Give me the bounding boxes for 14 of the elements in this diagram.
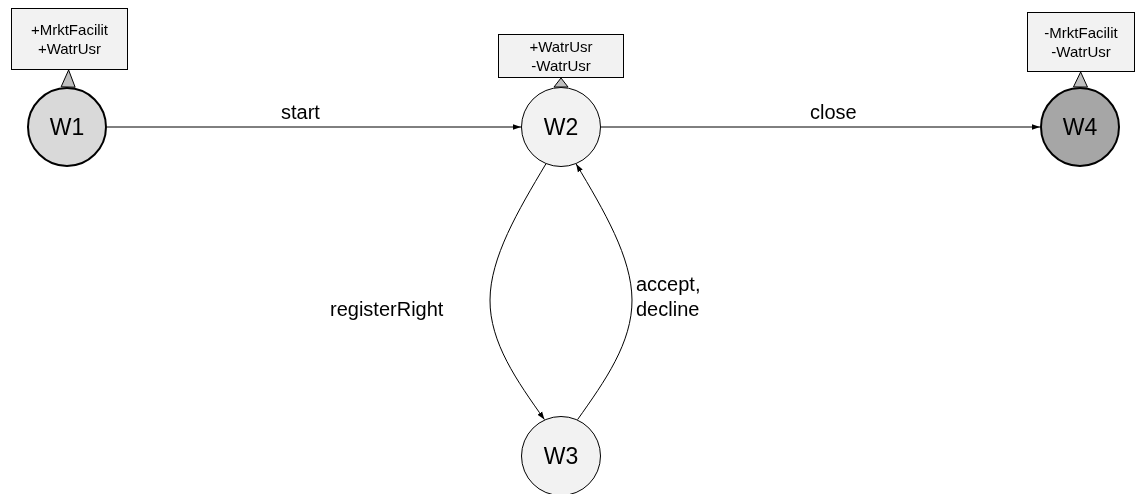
annotation-box: +MrktFacilit +WatrUsr	[11, 8, 128, 70]
arrow	[575, 163, 633, 421]
callout-pointer	[60, 69, 76, 88]
state-circle: W1	[27, 87, 107, 167]
state-circle: W3	[521, 416, 601, 494]
arrow	[489, 163, 547, 421]
callout-pointer	[553, 77, 569, 88]
state-circle: W2	[521, 87, 601, 167]
state-circle: W4	[1040, 87, 1120, 167]
annotation-box: -MrktFacilit -WatrUsr	[1027, 12, 1135, 72]
annotation-box: +WatrUsr -WatrUsr	[498, 34, 624, 78]
arrow	[600, 124, 1041, 130]
callout-pointer	[1072, 71, 1088, 88]
arrow	[106, 124, 522, 130]
